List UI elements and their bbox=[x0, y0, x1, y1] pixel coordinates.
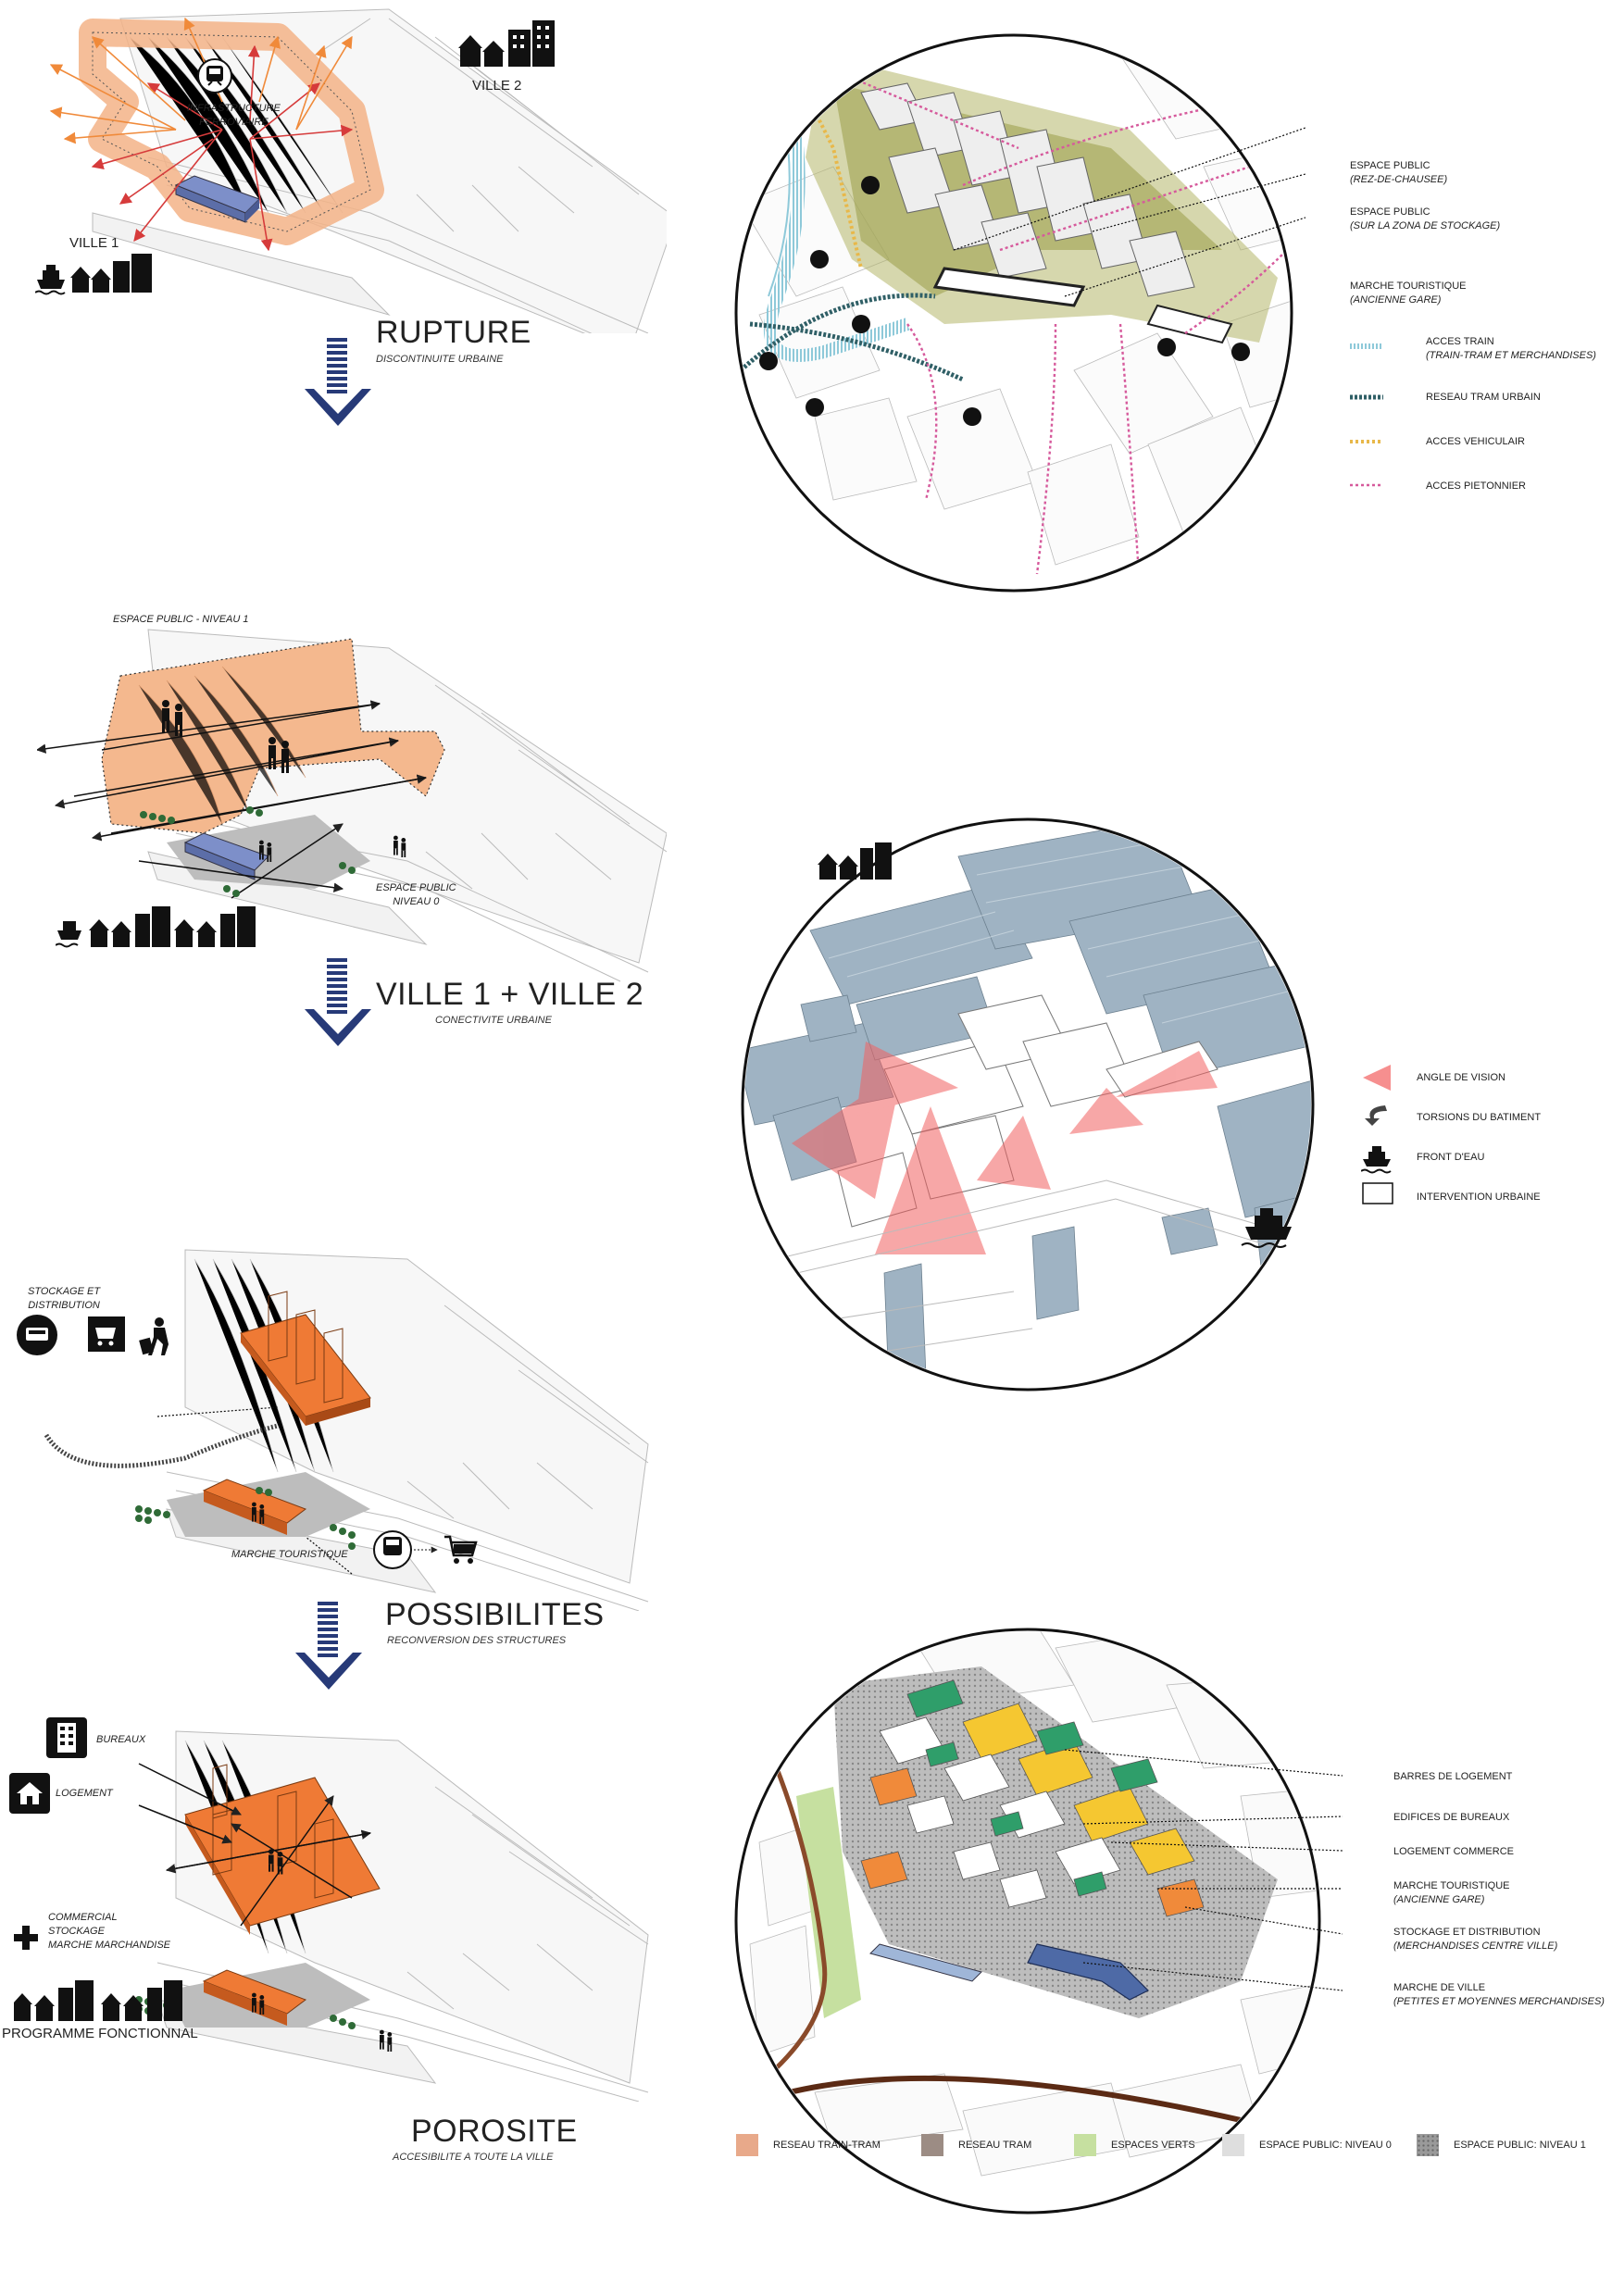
shop-cart-icon bbox=[88, 1316, 125, 1352]
c2-legend-2: TORSIONS DU BATIMENT bbox=[1417, 1112, 1542, 1123]
c1-legend-1: ACCES TRAIN(TRAIN-TRAM ET MERCHANDISES) bbox=[1426, 336, 1596, 361]
torsion-arrow-icon bbox=[1365, 1105, 1387, 1126]
rupture-title: RUPTURE bbox=[376, 315, 531, 350]
rupture-axonometric bbox=[49, 8, 667, 333]
vision-angle-icon bbox=[1363, 1065, 1391, 1091]
logement-label: LOGEMENT bbox=[56, 1788, 113, 1799]
swatch-train-tram bbox=[736, 2134, 758, 2156]
espace-public-n1-label: ESPACE PUBLIC - NIVEAU 1 bbox=[113, 614, 249, 625]
possibilites-axonometric bbox=[17, 1249, 649, 1611]
c3-label-3: LOGEMENT COMMERCE bbox=[1393, 1846, 1514, 1857]
ville-subtitle: CONECTIVITE URBAINE bbox=[435, 1015, 552, 1026]
c3-label-1: BARRES DE LOGEMENT bbox=[1393, 1771, 1513, 1782]
legend-niveau1: ESPACE PUBLIC: NIVEAU 1 bbox=[1417, 2134, 1586, 2156]
plus-icon bbox=[14, 1926, 38, 1950]
c1-label-1: ESPACE PUBLIC(REZ-DE-CHAUSEE) bbox=[1350, 160, 1448, 185]
train-to-market-icons bbox=[373, 1530, 478, 1569]
down-arrow-icon bbox=[295, 1602, 362, 1690]
c3-label-5: STOCKAGE ET DISTRIBUTION(MERCHANDISES CE… bbox=[1393, 1927, 1558, 1952]
c2-legend-1: ANGLE DE VISION bbox=[1417, 1072, 1505, 1083]
connectivity-axonometric bbox=[37, 629, 667, 982]
down-arrow-icon bbox=[305, 338, 371, 426]
c3-label-4: MARCHE TOURISTIQUE(ANCIENNE GARE) bbox=[1393, 1880, 1510, 1905]
combined-city-icon bbox=[56, 906, 256, 948]
rupture-subtitle: DISCONTINUITE URBAINE bbox=[376, 354, 504, 365]
bureaux-label: BUREAUX bbox=[96, 1734, 146, 1745]
possibilites-subtitle: RECONVERSION DES STRUCTURES bbox=[387, 1635, 567, 1646]
porosite-subtitle: ACCESIBILITE A TOUTE LA VILLE bbox=[393, 2152, 554, 2163]
legend-niveau0: ESPACE PUBLIC: NIVEAU 0 bbox=[1222, 2134, 1392, 2156]
ville-title: VILLE 1 + VILLE 2 bbox=[376, 977, 644, 1012]
c3-label-6: MARCHE DE VILLE(PETITES ET MOYENNES MERC… bbox=[1393, 1982, 1605, 2007]
swatch-niveau0 bbox=[1222, 2134, 1244, 2156]
train-icon bbox=[197, 58, 232, 94]
legend-tram: RESEAU TRAM bbox=[921, 2134, 1031, 2156]
city-skyline-icon bbox=[458, 20, 555, 67]
circle-program-map bbox=[734, 1628, 1343, 2215]
house-icon bbox=[9, 1773, 50, 1814]
c1-legend-3: ACCES VEHICULAIR bbox=[1426, 436, 1525, 447]
porosite-axonometric bbox=[135, 1730, 649, 2102]
legend-espaces-verts: ESPACES VERTS bbox=[1074, 2134, 1195, 2156]
c1-legend-2: RESEAU TRAM URBAIN bbox=[1426, 392, 1541, 403]
c1-label-3: MARCHE TOURISTIQUE(ANCIENNE GARE) bbox=[1350, 281, 1467, 306]
ville2-label: VILLE 2 bbox=[472, 78, 522, 94]
port-city-icon bbox=[35, 254, 152, 295]
c2-legend-3: FRONT D'EAU bbox=[1417, 1152, 1485, 1163]
c3-label-2: EDIFICES DE BUREAUX bbox=[1393, 1812, 1510, 1823]
boat-icon bbox=[1361, 1146, 1392, 1174]
swatch-espaces-verts bbox=[1074, 2134, 1096, 2156]
marche-touristique-label: MARCHE TOURISTIQUE bbox=[231, 1549, 348, 1560]
delivery-person-icon bbox=[139, 1317, 169, 1355]
circle-access-map bbox=[734, 33, 1306, 593]
swatch-tram bbox=[921, 2134, 943, 2156]
legend-train-tram: RESEAU TRAIN-TRAM bbox=[736, 2134, 881, 2156]
ville1-label: VILLE 1 bbox=[69, 235, 119, 251]
c1-legend-4: ACCES PIETONNIER bbox=[1426, 480, 1526, 492]
down-arrow-icon bbox=[305, 958, 371, 1046]
programme-label: PROGRAMME FONCTIONNAL bbox=[2, 2026, 198, 2041]
programme-city-icon bbox=[14, 1980, 182, 2021]
possibilites-title: POSSIBILITES bbox=[385, 1597, 605, 1632]
circle-vision-map bbox=[741, 817, 1315, 1391]
porosite-title: POROSITE bbox=[411, 2114, 578, 2149]
c1-label-2: ESPACE PUBLIC(SUR LA ZONA DE STOCKAGE) bbox=[1350, 206, 1501, 231]
swatch-niveau1 bbox=[1417, 2134, 1439, 2156]
c2-legend-icons bbox=[1361, 1065, 1393, 1204]
outline-box-icon bbox=[1362, 1182, 1393, 1204]
c1-legend-swatches bbox=[1350, 343, 1383, 487]
c2-legend-4: INTERVENTION URBAINE bbox=[1417, 1192, 1541, 1203]
office-building-icon bbox=[46, 1717, 87, 1758]
